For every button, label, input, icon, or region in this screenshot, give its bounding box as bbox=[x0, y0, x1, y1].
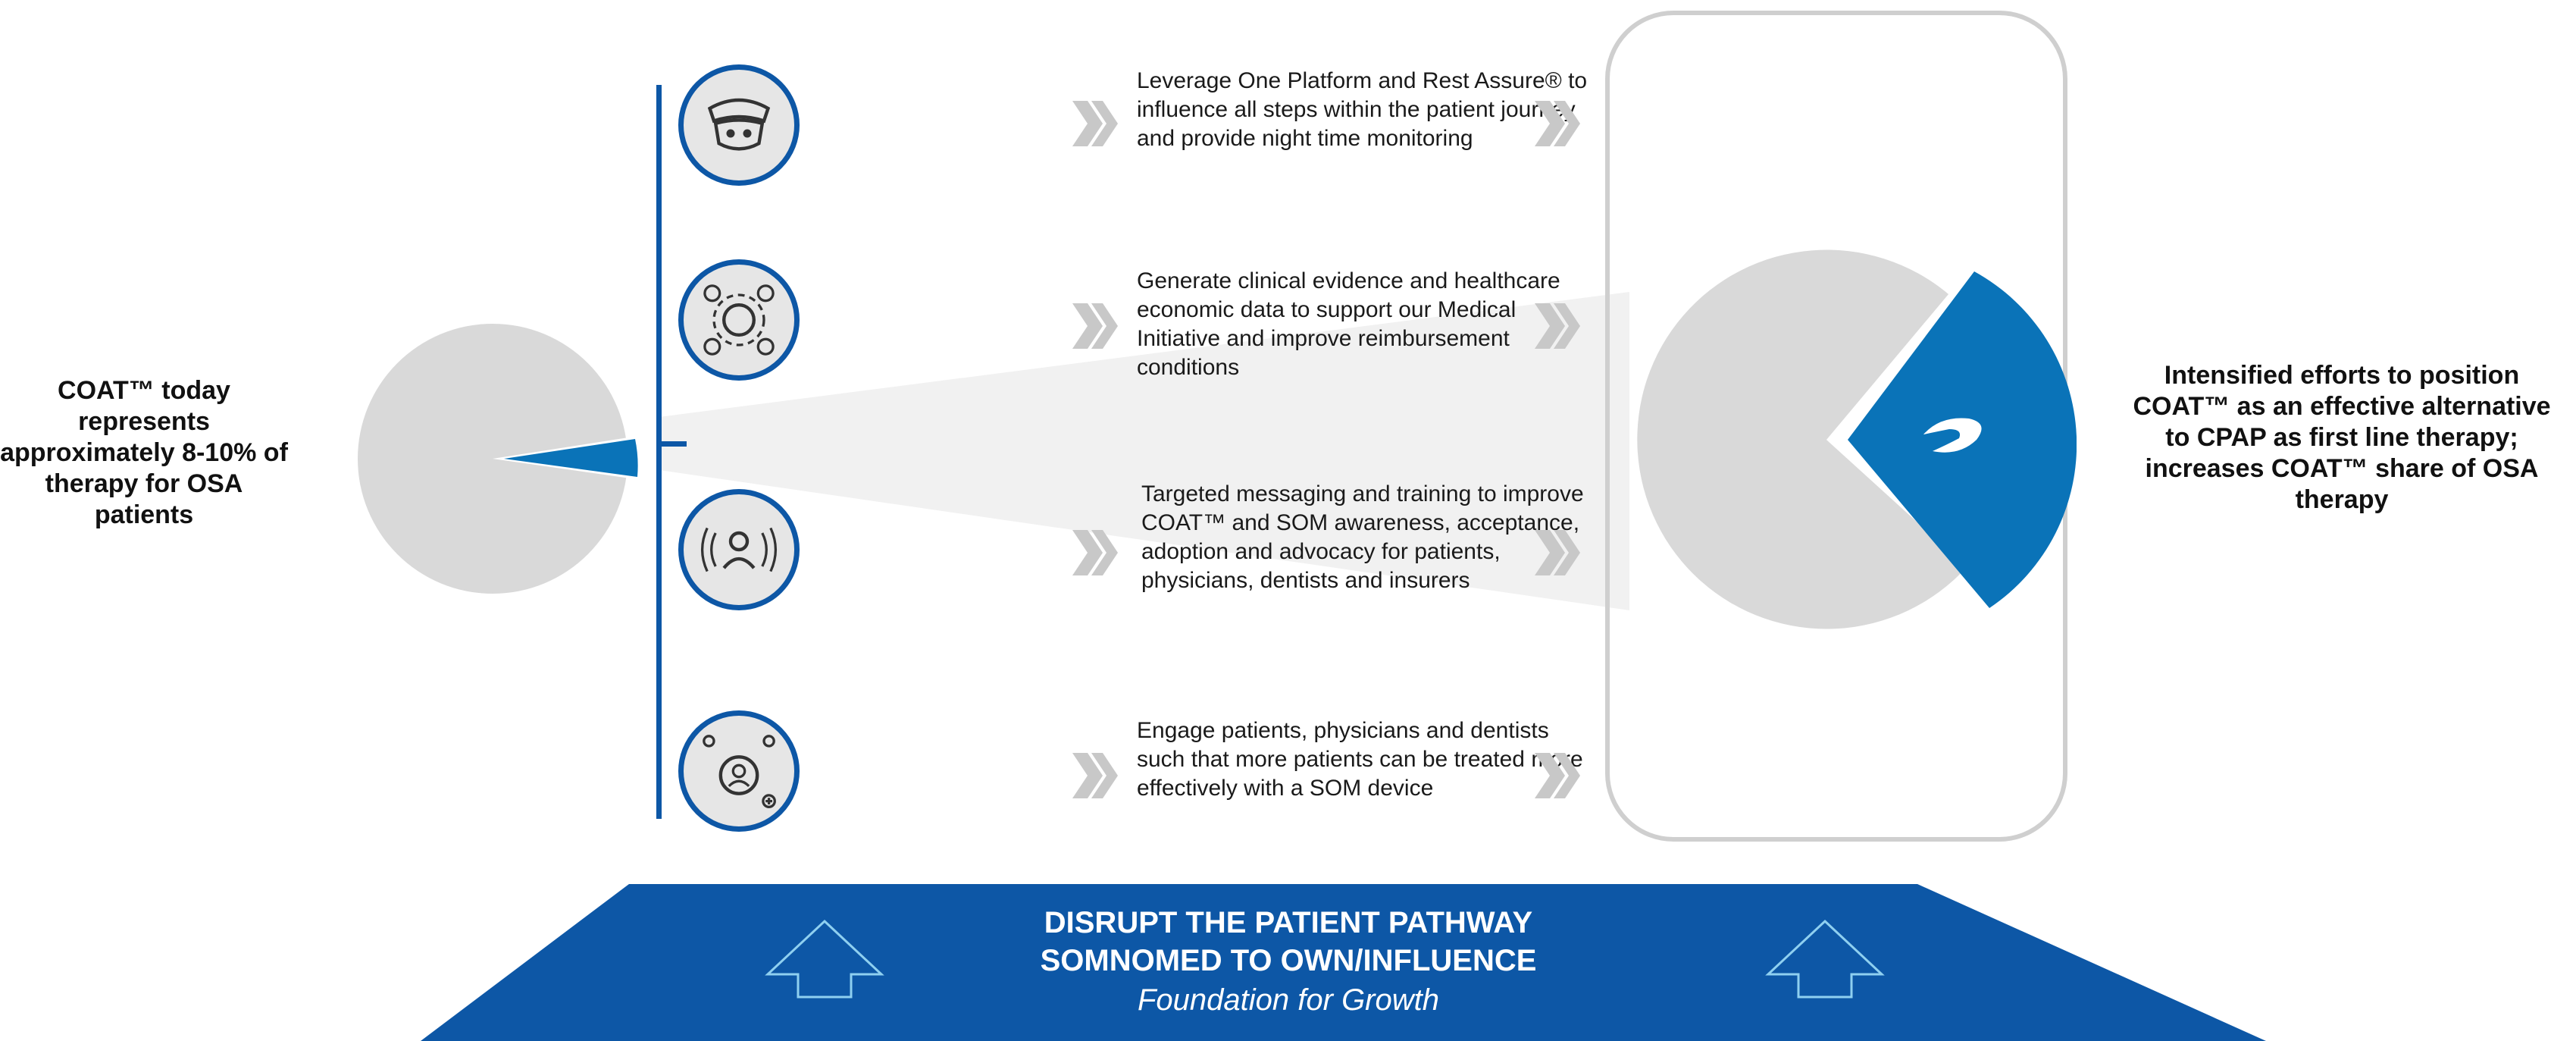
double-chevron-icon bbox=[1072, 303, 1118, 349]
banner-title-line1: DISRUPT THE PATIENT PATHWAY bbox=[1044, 906, 1533, 939]
pillar-description: Generate clinical evidence and healthcar… bbox=[1137, 268, 1560, 380]
double-chevron-icon bbox=[1072, 530, 1118, 575]
gears-icon bbox=[703, 284, 775, 356]
double-chevron-icon bbox=[1072, 753, 1118, 798]
somnomed-logo-icon bbox=[1923, 418, 1982, 453]
pillar-icon-circle bbox=[678, 259, 800, 381]
current-share-pie bbox=[358, 324, 642, 594]
pillar-description: Leverage One Platform and Rest Assure® t… bbox=[1137, 68, 1588, 151]
double-chevron-icon bbox=[1535, 753, 1580, 798]
double-chevron-icon bbox=[1535, 303, 1580, 349]
connector-line bbox=[656, 85, 662, 819]
broadcast-person-icon bbox=[700, 527, 778, 572]
double-chevron-icon bbox=[1072, 101, 1118, 146]
pillar-icon-circle bbox=[678, 710, 800, 832]
banner-subtitle: Foundation for Growth bbox=[1138, 983, 1439, 1017]
connector-stub bbox=[656, 441, 687, 447]
people-network-icon bbox=[703, 735, 776, 808]
right-caption: Intensified efforts to position COAT™ as… bbox=[2133, 361, 2551, 514]
pillar-description: Targeted messaging and training to impro… bbox=[1141, 481, 1584, 593]
sleep-mask-icon bbox=[707, 98, 771, 151]
pillar-icon-circle bbox=[678, 489, 800, 610]
left-caption: COAT™ today represents approximately 8-1… bbox=[0, 376, 288, 529]
pillar-label: Product Development and Technology bbox=[812, 75, 1038, 177]
pillar-icon-circle bbox=[678, 64, 800, 186]
pillar-label: Clinical and Market Access bbox=[812, 289, 1019, 356]
pillar-label: Go-to-Market bbox=[812, 755, 997, 788]
double-chevron-icon bbox=[1535, 530, 1580, 575]
target-share-pie bbox=[1637, 249, 2077, 629]
pillar-description: Engage patients, physicians and dentists… bbox=[1137, 718, 1583, 801]
pillar-label: Education bbox=[812, 534, 956, 566]
up-arrow-icon bbox=[1765, 919, 1885, 999]
up-arrow-icon bbox=[765, 919, 884, 999]
foundation-banner bbox=[421, 884, 2266, 1041]
banner-title-line2: SOMNOMED TO OWN/INFLUENCE bbox=[1040, 944, 1537, 977]
double-chevron-icon bbox=[1535, 101, 1580, 146]
